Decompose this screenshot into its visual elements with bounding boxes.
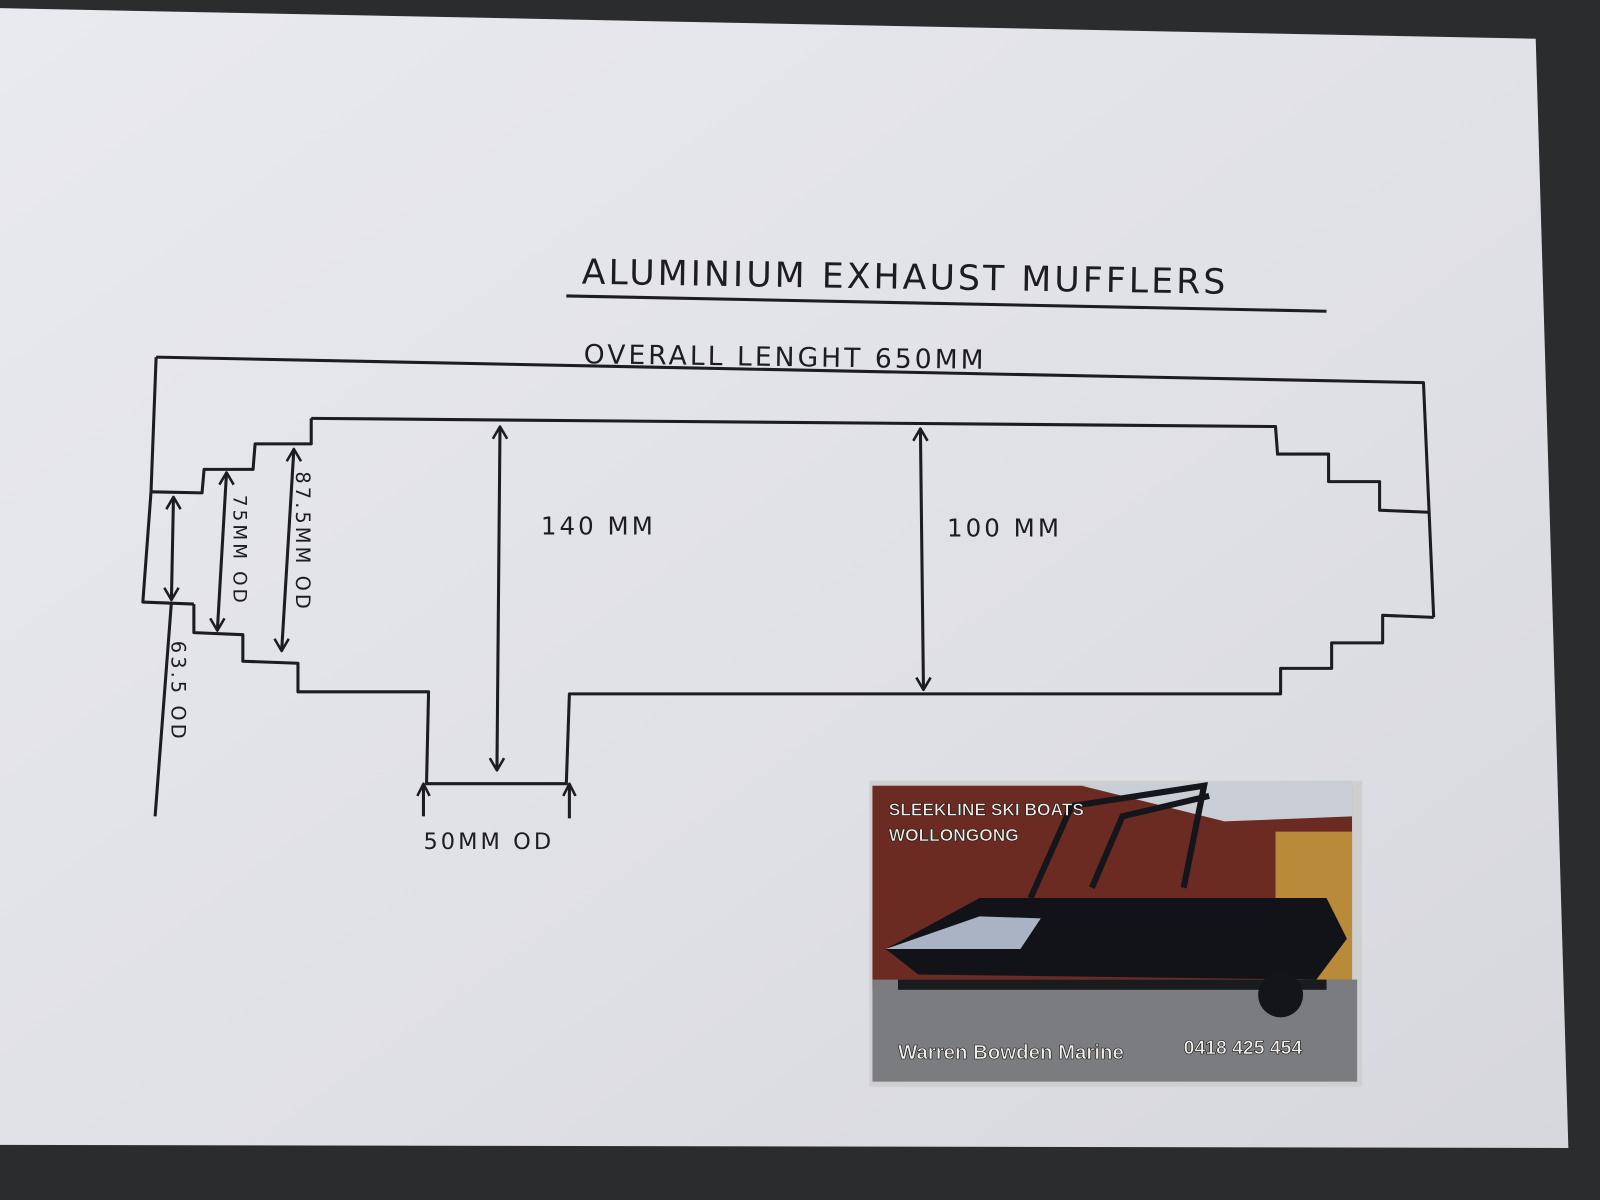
overall-length-label: OVERALL LENGHT 650MM: [584, 339, 987, 376]
card-city: WOLLONGONG: [889, 825, 1019, 845]
dim-87-line: [280, 448, 296, 652]
muffler-drawing: [141, 294, 1436, 819]
dim-63-line: [169, 496, 175, 601]
dim-140-line: [495, 426, 502, 771]
dim-75-line: [215, 472, 229, 631]
business-card: SLEEKLINE SKI BOATS WOLLONGONG Warren Bo…: [869, 780, 1363, 1087]
arrowheads: [163, 425, 932, 797]
left-extension-line: [153, 601, 173, 817]
card-phone: 0418 425 454: [1184, 1037, 1303, 1059]
dim-140-label: 140 MM: [541, 512, 656, 541]
dim-75-label: 75MM OD: [229, 495, 250, 606]
dim-87-label: 87.5MM OD: [291, 471, 314, 611]
card-name: Warren Bowden Marine: [898, 1042, 1124, 1064]
title-underline: [566, 294, 1327, 313]
muffler-outline-right-bottom: [192, 604, 1434, 786]
dim-100-line: [918, 428, 925, 690]
dim-50-label: 50MM OD: [423, 829, 554, 855]
outer-left-line: [141, 357, 194, 606]
card-company: SLEEKLINE SKI BOATS: [889, 799, 1084, 819]
muffler-outline-left-top: [150, 418, 313, 495]
overall-length-line: [156, 355, 1436, 618]
muffler-outline: [311, 416, 1429, 514]
dim-63-label: 63.5 OD: [166, 641, 189, 742]
dim-100-label: 100 MM: [947, 514, 1062, 543]
